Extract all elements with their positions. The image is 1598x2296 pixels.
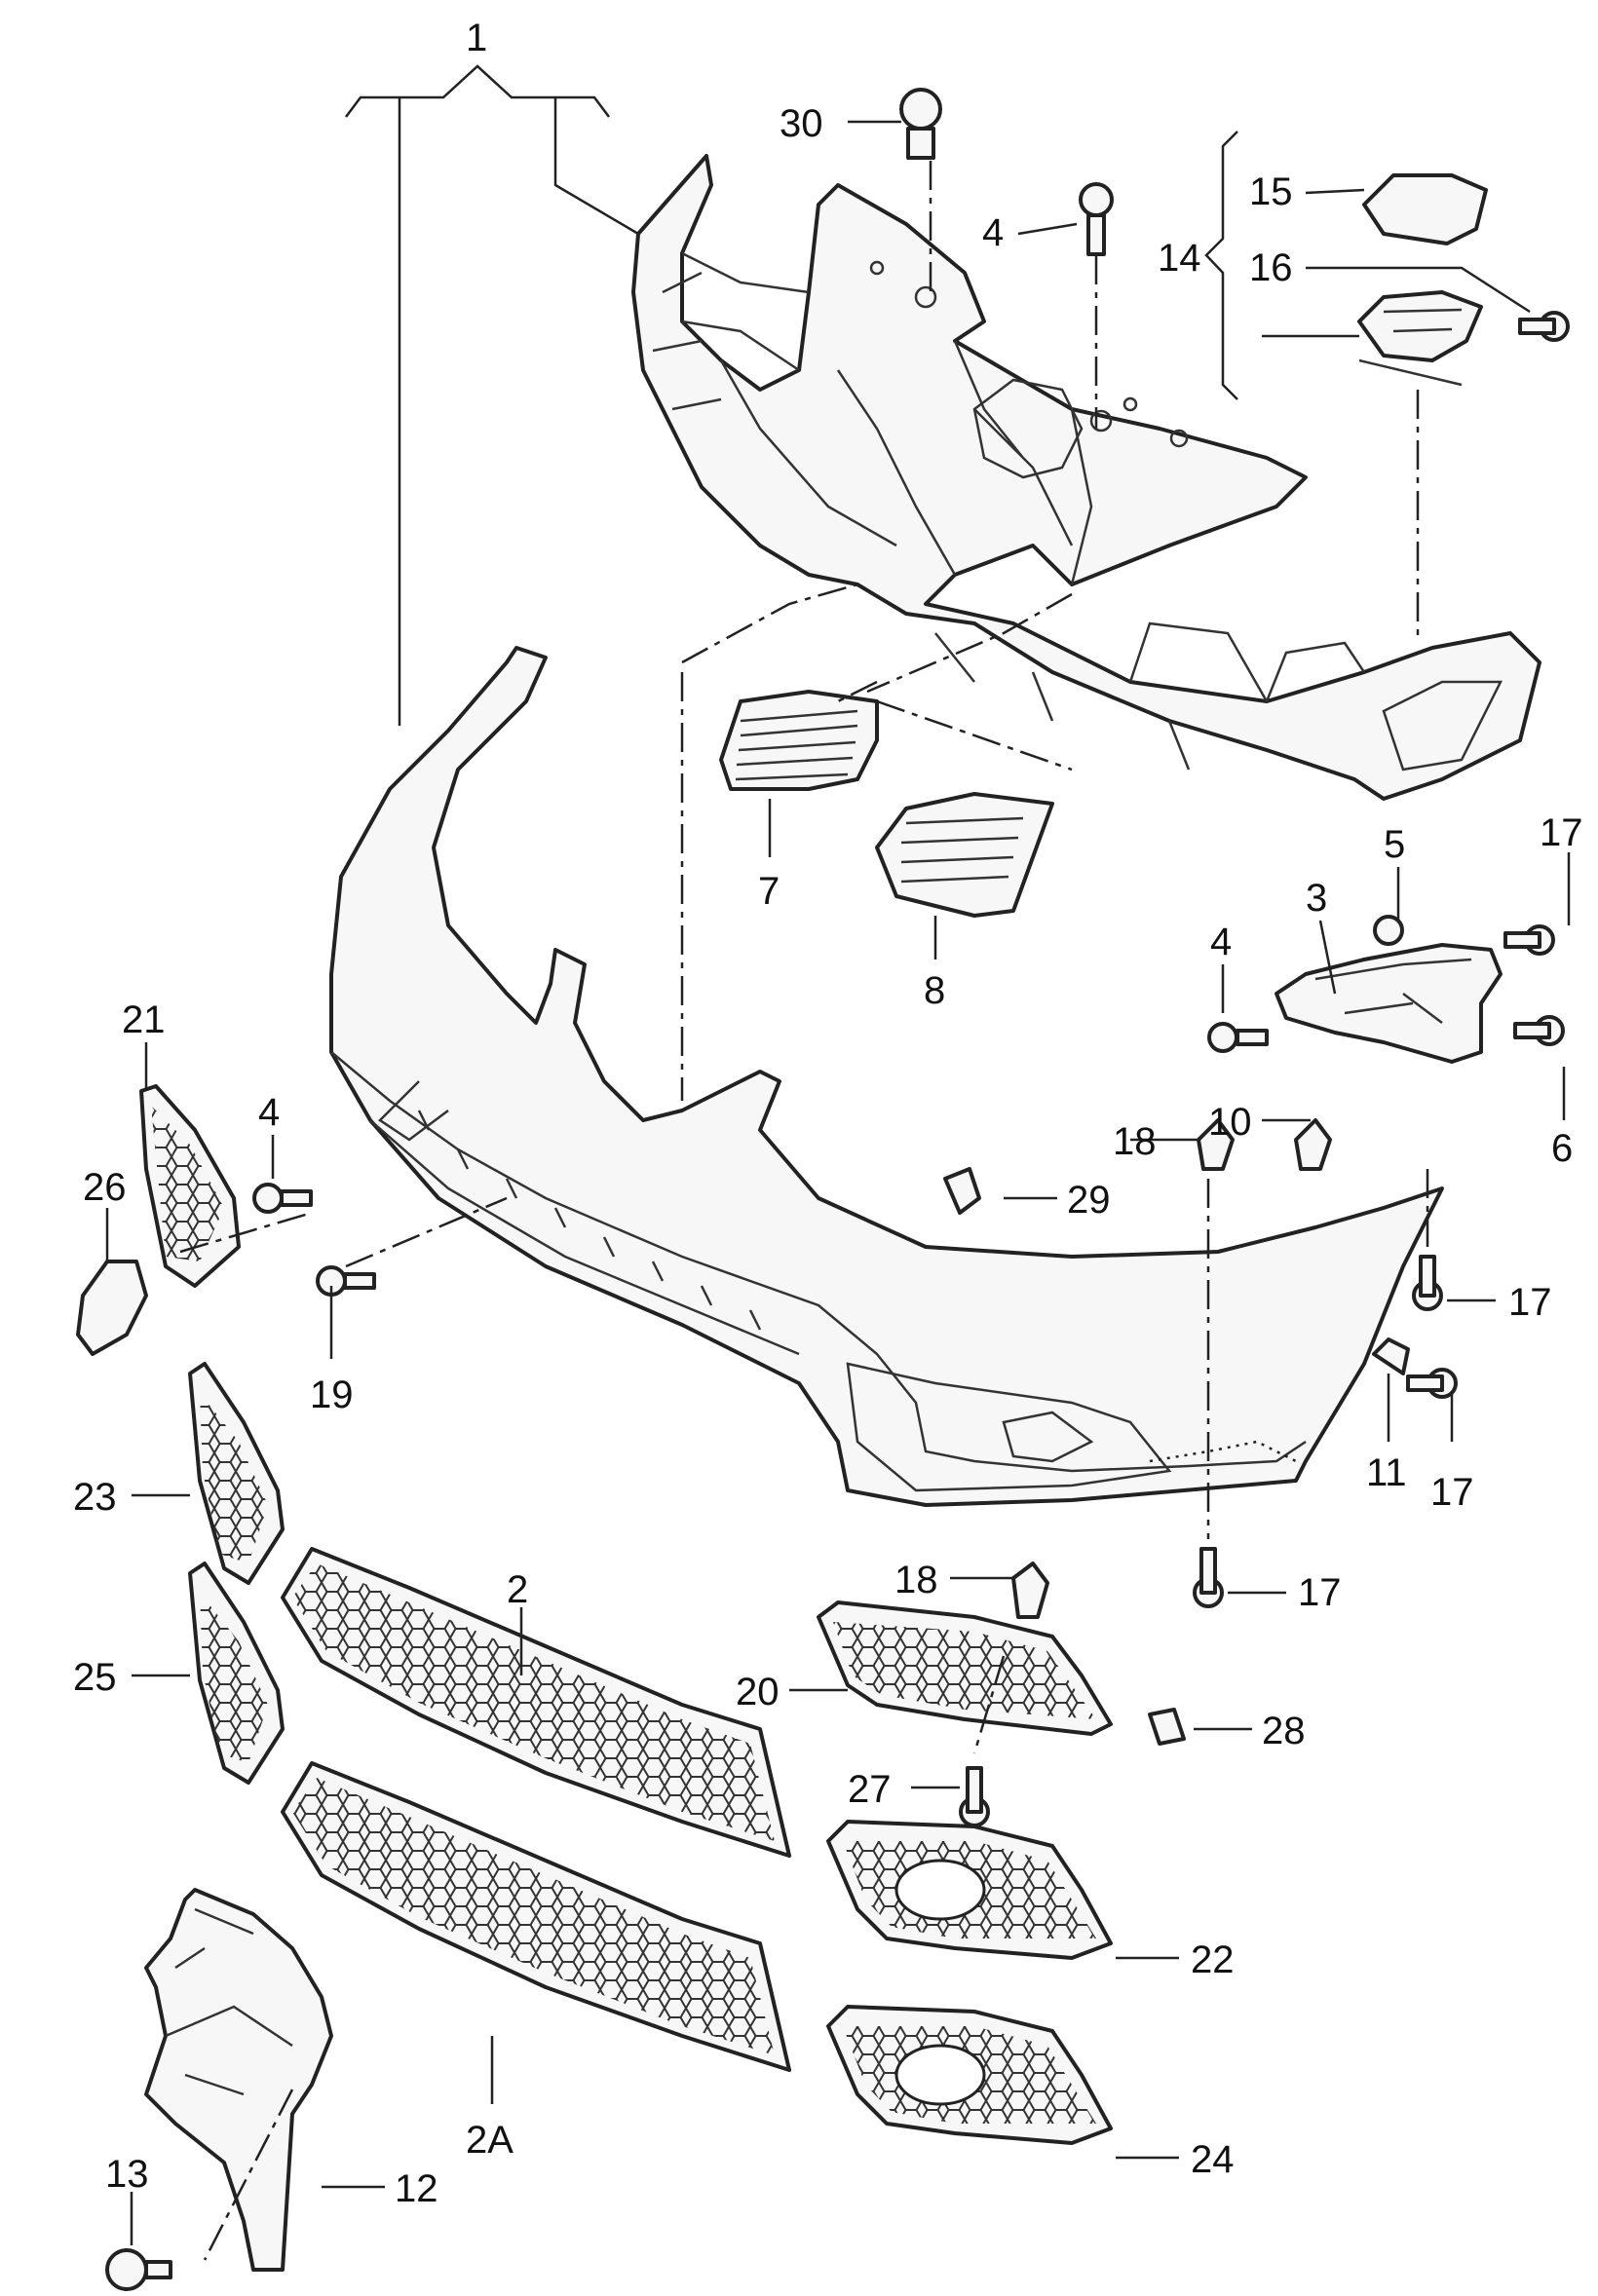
callout-19: 19: [310, 1374, 354, 1416]
callout-15: 15: [1249, 170, 1293, 213]
bracket-1: [345, 64, 639, 726]
callout-3: 3: [1306, 877, 1327, 920]
callout-7: 7: [758, 870, 780, 913]
callout-25: 25: [73, 1656, 117, 1699]
side-grille-20: [817, 1600, 1113, 1736]
callout-10: 10: [1208, 1101, 1252, 1144]
assembly-lines: [179, 161, 1429, 2261]
callout-6: 6: [1551, 1127, 1573, 1170]
callout-13: 13: [105, 2153, 149, 2196]
callout-28: 28: [1262, 1710, 1306, 1752]
callout-11: 11: [1366, 1451, 1407, 1494]
callout-12: 12: [395, 2167, 438, 2210]
bumper-carrier: [631, 154, 1541, 801]
leader-lines: [105, 120, 1571, 2245]
vent-grille-8: [875, 792, 1054, 918]
callout-24: 24: [1191, 2138, 1235, 2181]
center-grille-2: [281, 1547, 791, 1858]
callout-30: 30: [780, 102, 823, 145]
washer-cap-15: [1362, 173, 1488, 245]
callout-1: 1: [466, 17, 487, 59]
callout-29: 29: [1067, 1179, 1111, 1222]
callout-17-b: 17: [1508, 1281, 1552, 1324]
callout-17-d: 17: [1298, 1571, 1342, 1614]
side-grille-25: [188, 1562, 285, 1785]
fasteners: [105, 88, 1570, 2291]
callout-18-b: 18: [894, 1559, 938, 1601]
callout-2: 2: [507, 1568, 528, 1611]
callout-17-c: 17: [1430, 1471, 1474, 1514]
callout-4-top: 4: [982, 211, 1004, 254]
callout-8: 8: [924, 969, 945, 1012]
center-grille-2a: [281, 1761, 791, 2072]
callout-14: 14: [1158, 237, 1201, 280]
callout-27: 27: [848, 1768, 892, 1811]
bumper-cover: [329, 646, 1444, 1507]
guide-bracket-3: [1275, 943, 1503, 1064]
callout-26: 26: [83, 1166, 127, 1209]
callout-17-a: 17: [1540, 811, 1583, 854]
callout-labels: 1 30 4 15 14 16 7 8 5 17 3 4 6 18 10 29 …: [73, 17, 1583, 2210]
callout-5: 5: [1384, 823, 1405, 866]
callout-4-right: 4: [1210, 921, 1232, 963]
splash-shield-12: [144, 1888, 333, 2272]
trim-21: [139, 1084, 241, 1288]
callout-21: 21: [122, 998, 166, 1041]
bracket-14: [1204, 131, 1238, 400]
callout-22: 22: [1191, 1938, 1235, 1981]
vent-grille-7: [719, 690, 879, 791]
trim-26: [76, 1260, 148, 1356]
fog-grille-22: [826, 1820, 1113, 1960]
fog-grille-24: [826, 2005, 1113, 2145]
side-grille-23: [188, 1362, 285, 1585]
callout-18-a: 18: [1113, 1120, 1157, 1163]
callout-2a: 2A: [466, 2119, 514, 2162]
callout-23: 23: [73, 1476, 117, 1519]
washer-bracket-16: [1357, 290, 1483, 387]
callout-4-left: 4: [258, 1091, 280, 1134]
callout-16: 16: [1249, 246, 1293, 289]
callout-20: 20: [736, 1671, 780, 1713]
